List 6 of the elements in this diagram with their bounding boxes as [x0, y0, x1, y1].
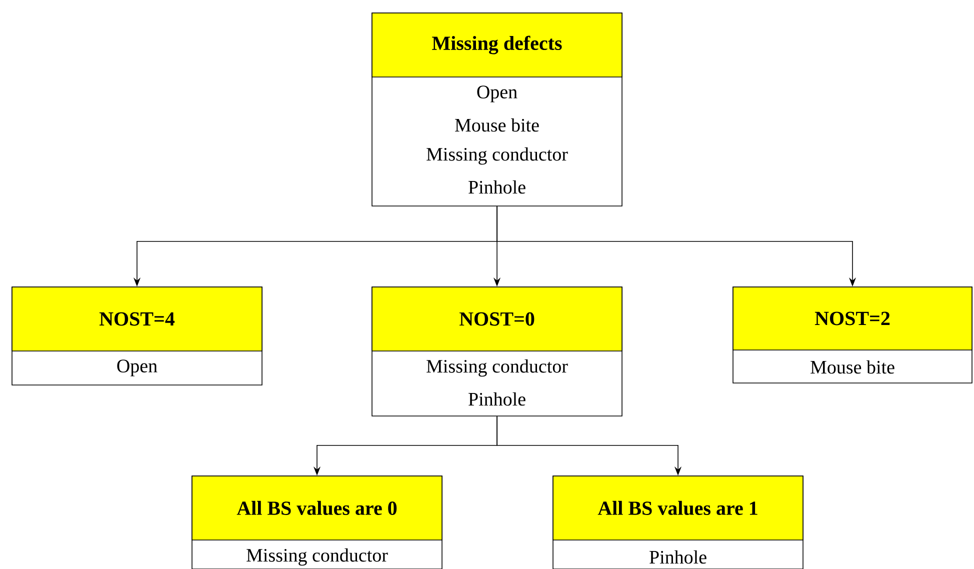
category-box: NOST=2 Mouse bite [732, 286, 972, 384]
category-box: All BS values are 1 Pinhole [552, 476, 804, 569]
category-box: All BS values are 0 Missing conductor [192, 476, 442, 569]
category-box: Missing defects Open Mouse bite Missing conductor Pinhole [372, 12, 622, 206]
category-box: NOST=0 Missing conductor Pinhole [372, 286, 622, 416]
category-box: NOST=4 Open [12, 286, 262, 386]
